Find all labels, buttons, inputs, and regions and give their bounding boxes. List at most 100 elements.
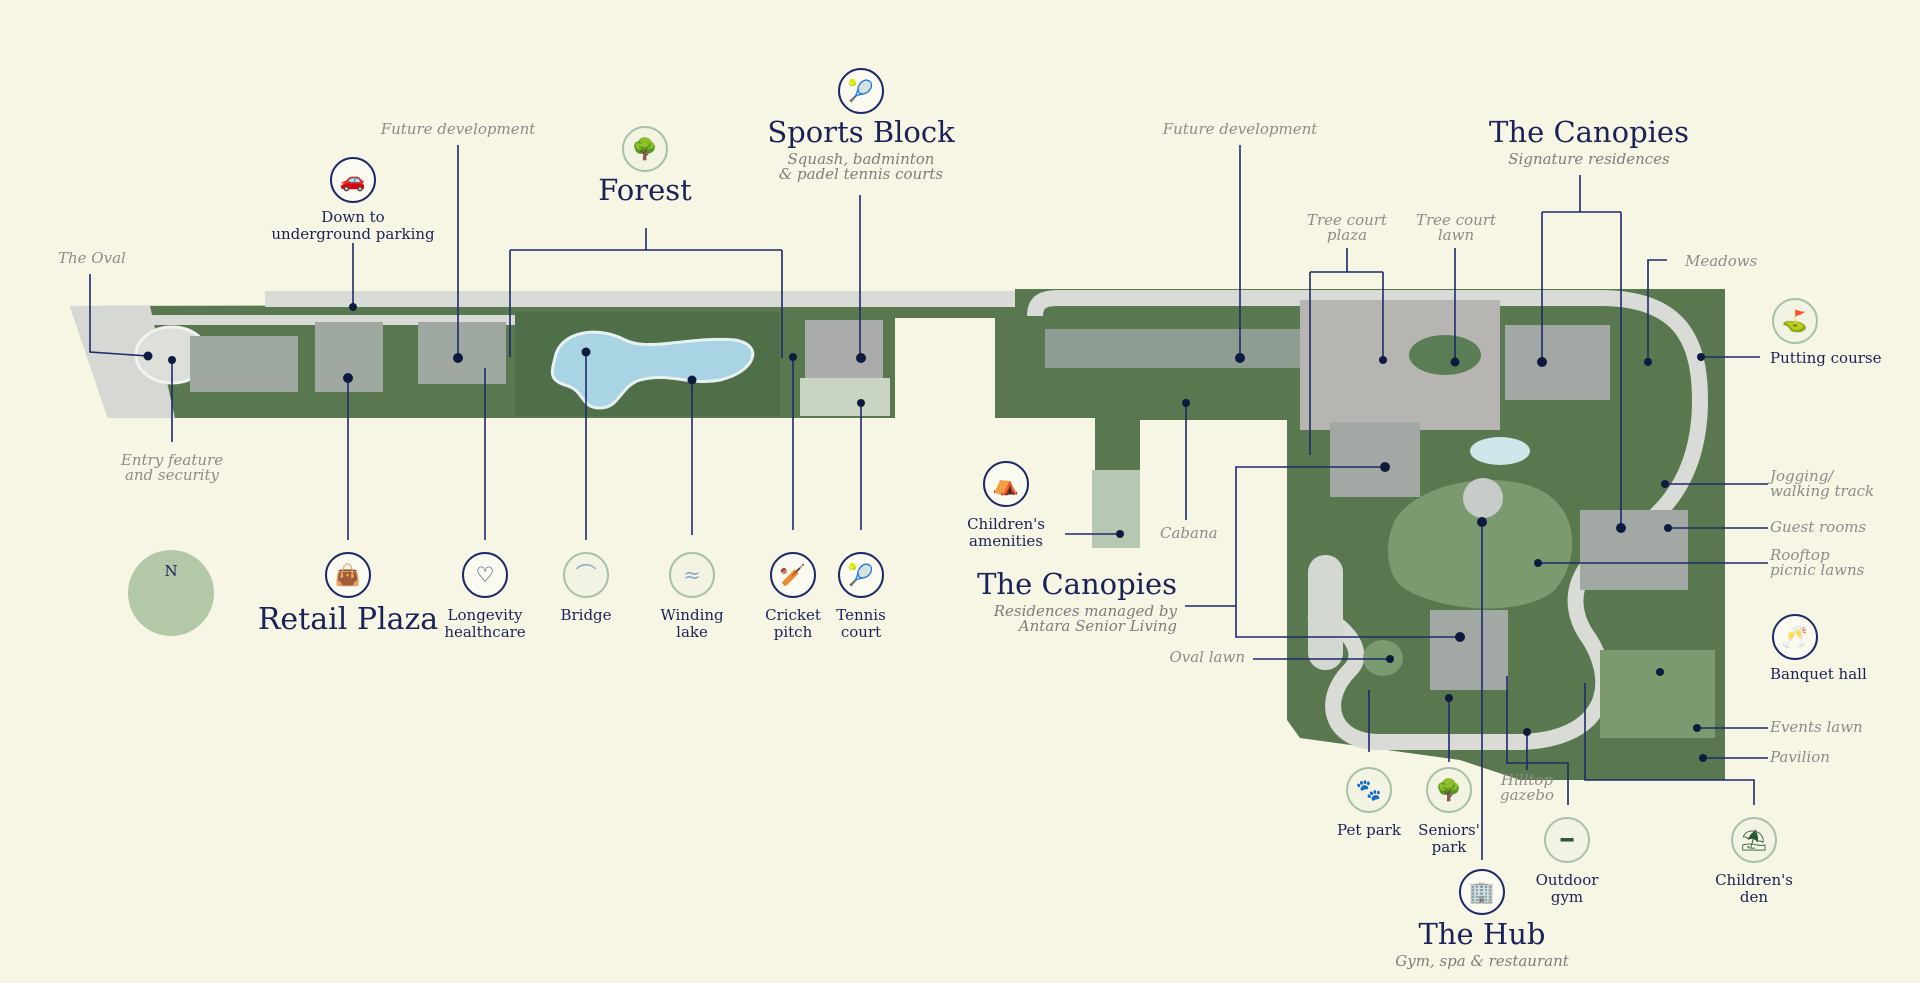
marker-dot [168, 356, 176, 364]
leader-canopies-mid [1185, 466, 1460, 638]
marker-dot [687, 375, 697, 385]
canopies-mid-building [1330, 422, 1420, 497]
marker-dot [1445, 694, 1453, 702]
leader-the-oval [89, 274, 149, 357]
oval-lawn-note: Oval lawn [1169, 648, 1245, 666]
slide-icon: ⛱ [1731, 817, 1777, 863]
cricket-pitch-label: Cricket pitch [765, 606, 821, 642]
central-lawn [1388, 480, 1573, 609]
seniors-park-label: Seniors' park [1418, 821, 1480, 857]
marker-dot [453, 353, 463, 363]
site-right-parcel [1015, 289, 1725, 780]
park-bench-icon: 🌳 [1426, 767, 1472, 813]
marker-dot [1664, 524, 1672, 532]
marker-dot [581, 347, 591, 357]
tennis-court-label: Tennis court [836, 606, 886, 642]
top-road [265, 291, 1015, 307]
outdoor-gym-label: Outdoor gym [1535, 871, 1599, 907]
plaza-circle [1463, 478, 1503, 518]
building-left-1 [190, 336, 298, 392]
future-development-right: Future development [1162, 120, 1318, 138]
winding-lake-label: Winding lake [660, 606, 724, 642]
hub-title: The Hub [1418, 917, 1546, 951]
winding-lake-shape [550, 330, 755, 410]
marker-dot [349, 303, 357, 311]
marker-dot [1644, 358, 1652, 366]
future-development-left: Future development [380, 120, 536, 138]
marker-dot [857, 399, 865, 407]
marker-dot [789, 353, 797, 361]
longevity-label: Longevity healthcare [444, 606, 526, 642]
lake-icon: ≈ [669, 552, 715, 598]
marker-dot [1661, 480, 1669, 488]
paw-icon: 🐾 [1346, 767, 1392, 813]
tree-court-lawn-note: Tree court lawn [1416, 211, 1496, 244]
canopies-mid-title: The Canopies [977, 567, 1177, 601]
cabana-note: Cabana [1160, 524, 1218, 542]
leader-tree-plaza [1309, 248, 1384, 455]
marker-dot [1616, 523, 1626, 533]
oval-lawn-track [1308, 555, 1343, 670]
hub-subtitle: Gym, spa & restaurant [1395, 952, 1569, 970]
sports-block-building [805, 320, 883, 378]
childrens-amenities-strip [1092, 470, 1140, 548]
dumbbell-icon: ━ [1544, 817, 1590, 863]
retail-plaza-title: Retail Plaza [257, 602, 439, 637]
marker-dot [1450, 357, 1460, 367]
north-compass: N [128, 550, 214, 636]
sports-block-title: Sports Block [767, 115, 955, 149]
marker-dot [1182, 399, 1190, 407]
canopies-top-building [1505, 325, 1610, 400]
sports-block-subtitle: Squash, badminton & padel tennis courts [778, 150, 944, 183]
tree-court-plaza-note: Tree court plaza [1307, 211, 1387, 244]
marker-dot [1656, 668, 1664, 676]
leader-outdoor [1506, 676, 1569, 805]
marker-dot [1386, 655, 1394, 663]
tennis-court-area [800, 378, 890, 416]
hilltop-gazebo-note: Hilltop gazebo [1500, 771, 1554, 804]
banquet-hall-label: Banquet hall [1770, 665, 1867, 683]
pavilion-note: Pavilion [1770, 748, 1830, 766]
entry-feature-note: Entry feature and security [120, 451, 224, 484]
marker-dot [143, 351, 153, 361]
events-lawn-note: Events lawn [1770, 718, 1863, 736]
marker-dot [1697, 353, 1705, 361]
leader-forest [509, 228, 783, 358]
golf-icon: ⛳ [1772, 298, 1818, 344]
compass-north-label: N [164, 562, 178, 580]
marker-dot [1455, 632, 1465, 642]
tennis-racket-icon: 🎾 [838, 552, 884, 598]
building-longevity [418, 322, 506, 384]
marker-dot [1116, 530, 1124, 538]
pool-shape [1470, 437, 1530, 465]
cricket-bat-icon: 🏏 [770, 552, 816, 598]
jogging-track-note: Jogging/ walking track [1770, 467, 1875, 500]
tree-court-lawn-shape [1409, 335, 1481, 375]
hub-building [1430, 610, 1508, 690]
building-icon: 🏢 [1459, 869, 1505, 915]
marker-dot [1380, 462, 1390, 472]
putting-course-label: Putting course [1770, 349, 1882, 367]
oval-lawn-shape [1363, 640, 1403, 676]
marker-dot [1534, 559, 1542, 567]
tree-icon: 🌳 [622, 126, 668, 172]
canopies-top-subtitle: Signature residences [1508, 150, 1670, 168]
pet-park-label: Pet park [1337, 821, 1401, 839]
marker-dot [343, 373, 353, 383]
marker-dot [1523, 728, 1531, 736]
heart-stethoscope-icon: ♡ [462, 552, 508, 598]
childrens-den-label: Children's den [1715, 871, 1793, 907]
leader-meadows [1647, 259, 1667, 362]
marker-dot [1699, 754, 1707, 762]
playground-icon: ⛺ [983, 461, 1029, 507]
marker-dot [1235, 353, 1245, 363]
right-inner-road [1027, 290, 1709, 750]
bridge-label: Bridge [560, 606, 612, 624]
gap-parcel [895, 318, 995, 418]
parking-label: Down to underground parking [271, 208, 435, 244]
guest-rooms-note: Guest rooms [1770, 518, 1867, 536]
canopies-top-title: The Canopies [1489, 115, 1689, 149]
long-building-right [1045, 329, 1340, 368]
marker-dot [856, 353, 866, 363]
